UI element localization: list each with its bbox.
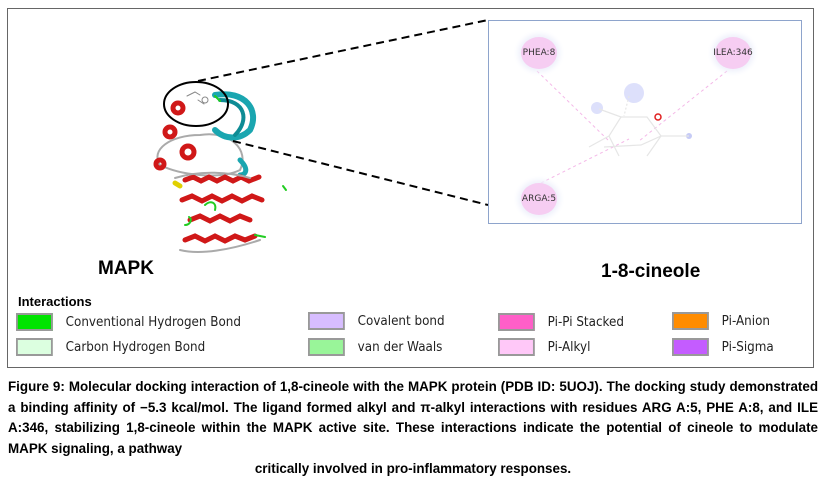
legend-label: Pi-Anion [721, 313, 770, 329]
legend-label: Pi-Alkyl [547, 339, 591, 355]
oxygen-atom [654, 113, 662, 121]
legend-item: Pi-Pi Stacked [498, 313, 624, 331]
ligand-2d-structure [536, 70, 728, 184]
protein-label: MAPK [98, 258, 154, 279]
residue-position: A:8 [540, 48, 556, 58]
legend-swatch [672, 338, 709, 356]
legend-swatch [308, 312, 345, 330]
residue-name: ARG [521, 194, 542, 204]
legend-label: van der Waals [357, 339, 443, 355]
legend-item: Pi-Sigma [672, 338, 774, 356]
legend-swatch [498, 313, 535, 331]
legend-swatch [16, 338, 53, 356]
legend-label: Covalent bond [357, 313, 445, 329]
zoom-line-top [197, 19, 489, 82]
residue-name: ILE [713, 48, 727, 58]
legend-item: Carbon Hydrogen Bond [16, 338, 205, 356]
legend-label: Conventional Hydrogen Bond [65, 314, 241, 330]
legend-swatch [672, 312, 709, 330]
protein-structure [153, 19, 489, 253]
legend-item: van der Waals [308, 338, 442, 356]
caption-text: Figure 9: Molecular docking interaction … [8, 379, 818, 456]
legend-swatch [16, 313, 53, 331]
legend-title: Interactions [18, 294, 92, 309]
residue-name: PHE [522, 48, 541, 58]
ligand-label: 1-8-cineole [601, 261, 701, 282]
binding-site-circle [163, 81, 229, 127]
caption-last-line: critically involved in pro-inflammatory … [254, 461, 572, 476]
legend-swatch [498, 338, 535, 356]
legend-item: Pi-Anion [672, 312, 770, 330]
residue-position: A:5 [541, 194, 557, 204]
legend-label: Pi-Sigma [721, 339, 774, 355]
figure-frame [7, 8, 814, 368]
legend-item: Pi-Alkyl [498, 338, 590, 356]
legend-item: Covalent bond [308, 312, 445, 330]
zoom-line-bottom [232, 140, 489, 206]
legend-item: Conventional Hydrogen Bond [16, 313, 241, 331]
protein-ribbon [153, 91, 287, 253]
figure-caption: Figure 9: Molecular docking interaction … [8, 377, 818, 480]
residue-position: A:346 [726, 48, 753, 58]
legend-swatch [308, 338, 345, 356]
legend-label: Carbon Hydrogen Bond [65, 339, 206, 355]
legend-label: Pi-Pi Stacked [547, 314, 624, 330]
